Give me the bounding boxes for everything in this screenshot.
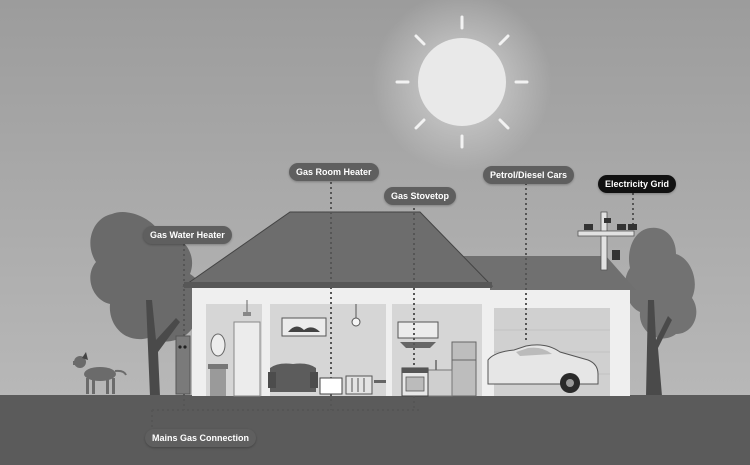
bathroom-fixtures <box>208 300 261 397</box>
gas-room-heater-icon <box>319 377 343 395</box>
sun-icon <box>372 0 552 172</box>
car-icon <box>487 344 599 393</box>
mains-gas-connection-label: Mains Gas Connection <box>145 429 257 447</box>
left-tree <box>90 212 204 396</box>
gas-water-heater-label: Gas Water Heater <box>143 226 232 244</box>
electricity-grid-label: Electricity Grid <box>598 175 677 193</box>
connector-lines <box>151 182 634 428</box>
kitchen-appliances <box>397 321 477 397</box>
ground <box>0 395 750 465</box>
petrol-diesel-cars-label: Petrol/Diesel Cars <box>483 166 575 184</box>
right-tree <box>625 227 697 396</box>
power-pole-icon <box>577 211 637 271</box>
gas-stovetop-label: Gas Stovetop <box>384 187 457 205</box>
gas-room-heater-label: Gas Room Heater <box>289 163 379 181</box>
gas-stovetop-icon <box>401 367 429 397</box>
living-room-furniture <box>268 304 386 395</box>
dog-icon <box>73 352 127 394</box>
gas-water-heater-icon <box>175 335 191 395</box>
